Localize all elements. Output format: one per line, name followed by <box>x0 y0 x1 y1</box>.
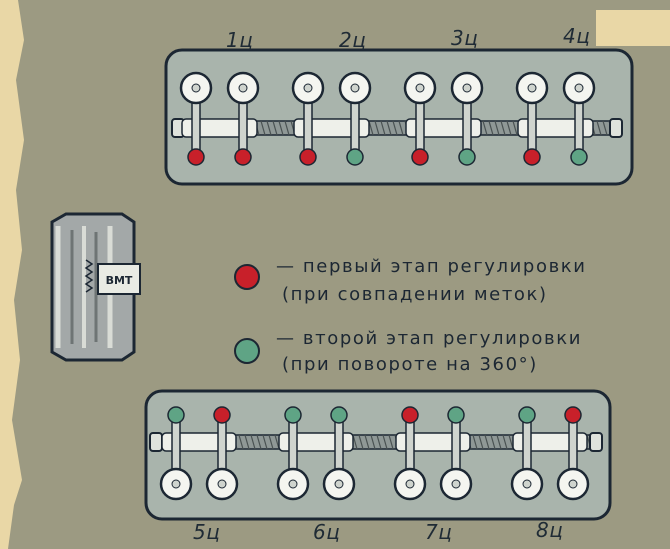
valve-center <box>217 479 227 489</box>
shaft-thread <box>238 434 244 450</box>
cylinder-label-5: 5ц <box>193 520 221 544</box>
shaft-thread <box>262 434 268 450</box>
shaft-thread <box>260 120 266 136</box>
second-stage-marker <box>570 148 588 166</box>
crankshaft-pulley: ВМТ <box>50 212 141 362</box>
second-stage-marker <box>167 406 185 424</box>
shaft-thread <box>596 120 602 136</box>
shaft-thread <box>364 434 370 450</box>
legend-first-stage-note: (при совпадении меток) <box>282 284 548 305</box>
shaft-thread <box>502 434 508 450</box>
valve-center <box>350 83 360 93</box>
tdc-mark-plate <box>97 263 141 295</box>
second-stage-marker <box>284 406 302 424</box>
tdc-mark-label: ВМТ <box>106 274 133 287</box>
valve-center <box>574 83 584 93</box>
shaft-thread <box>358 434 364 450</box>
shaft-thread <box>500 120 506 136</box>
cylinder-label-7: 7ц <box>425 520 453 544</box>
top-camshaft-end <box>609 118 623 138</box>
shaft-thread <box>382 434 388 450</box>
shaft-thread <box>256 434 262 450</box>
valve-center <box>462 83 472 93</box>
shaft-thread <box>496 434 502 450</box>
cylinder-label-4: 4ц <box>563 24 591 48</box>
shaft-thread <box>374 120 380 136</box>
shaft-thread <box>512 120 518 136</box>
legend-second-stage-note: (при повороте на 360°) <box>282 354 538 375</box>
shaft-thread <box>250 434 256 450</box>
second-stage-marker <box>447 406 465 424</box>
valve-center <box>527 83 537 93</box>
shaft-thread <box>398 120 404 136</box>
cylinder-label-2: 2ц <box>339 28 367 52</box>
first-stage-marker <box>213 406 231 424</box>
legend-first-stage-text: — первый этап регулировки <box>276 256 587 277</box>
second-stage-marker <box>518 406 536 424</box>
shaft-thread <box>602 120 608 136</box>
shaft-thread <box>490 434 496 450</box>
valve-center <box>303 83 313 93</box>
bottom-valve-panel <box>144 389 612 521</box>
valve-center <box>522 479 532 489</box>
shaft-thread <box>278 120 284 136</box>
shaft-thread <box>266 120 272 136</box>
first-stage-marker <box>299 148 317 166</box>
first-stage-marker <box>187 148 205 166</box>
first-stage-marker <box>234 148 252 166</box>
paper-corner <box>596 10 670 46</box>
shaft-thread <box>376 434 382 450</box>
top-valve-panel <box>164 48 634 186</box>
cylinder-label-1: 1ц <box>226 28 254 52</box>
shaft-thread <box>268 434 274 450</box>
shaft-thread <box>506 120 512 136</box>
bottom-camshaft-end <box>149 432 163 452</box>
cylinder-label-3: 3ц <box>451 26 479 50</box>
first-stage-marker <box>411 148 429 166</box>
shaft-thread <box>244 434 250 450</box>
shaft-thread <box>484 434 490 450</box>
valve-center <box>171 479 181 489</box>
legend-first-stage-dot <box>234 264 260 290</box>
legend-second-stage-text: — второй этап регулировки <box>276 328 583 349</box>
valve-center <box>238 83 248 93</box>
first-stage-marker <box>401 406 419 424</box>
second-stage-marker <box>330 406 348 424</box>
shaft-thread <box>388 434 394 450</box>
valve-center <box>288 479 298 489</box>
shaft-thread <box>482 120 488 136</box>
shaft-thread <box>472 434 478 450</box>
shaft-thread <box>380 120 386 136</box>
cylinder-label-8: 8ц <box>536 518 564 542</box>
second-stage-marker <box>346 148 364 166</box>
bottom-camshaft-end <box>589 432 603 452</box>
first-stage-marker <box>523 148 541 166</box>
first-stage-marker <box>564 406 582 424</box>
shaft-thread <box>272 120 278 136</box>
cylinder-label-6: 6ц <box>313 520 341 544</box>
shaft-thread <box>284 120 290 136</box>
valve-center <box>405 479 415 489</box>
shaft-thread <box>488 120 494 136</box>
second-stage-marker <box>458 148 476 166</box>
valve-center <box>415 83 425 93</box>
legend-second-stage-dot <box>234 338 260 364</box>
shaft-thread <box>386 120 392 136</box>
shaft-thread <box>478 434 484 450</box>
shaft-thread <box>494 120 500 136</box>
valve-center <box>191 83 201 93</box>
valve-center <box>334 479 344 489</box>
shaft-thread <box>370 434 376 450</box>
shaft-thread <box>392 120 398 136</box>
valve-center <box>451 479 461 489</box>
valve-center <box>568 479 578 489</box>
